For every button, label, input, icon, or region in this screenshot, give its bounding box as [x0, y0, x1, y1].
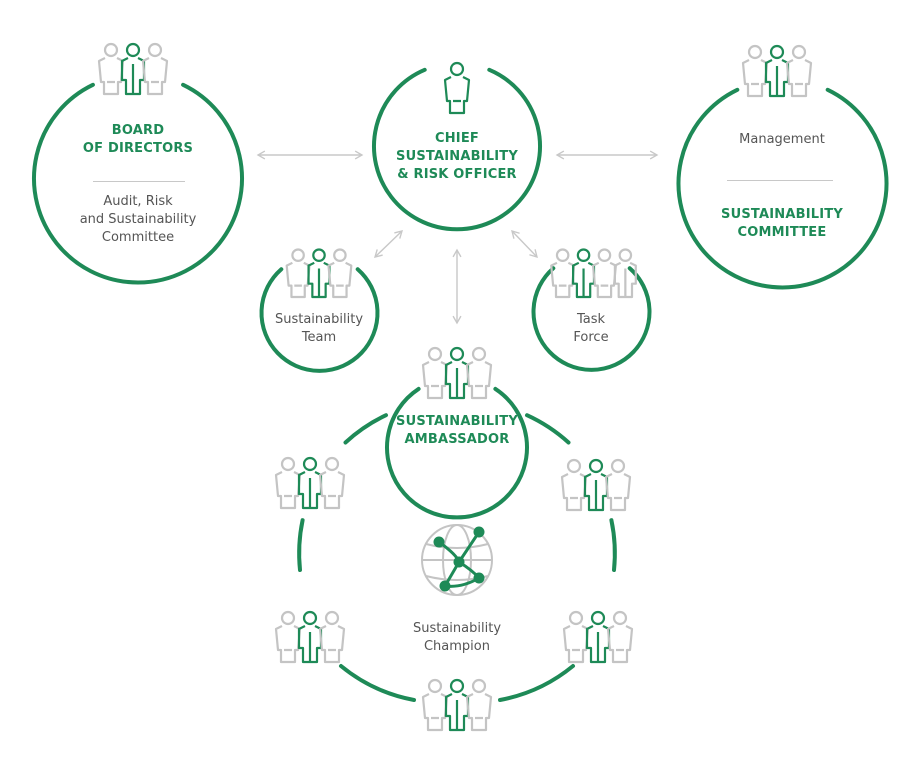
person-icon — [421, 346, 449, 400]
people-group — [741, 44, 813, 98]
people-group — [274, 456, 346, 510]
people-group — [443, 61, 471, 115]
people-group — [421, 346, 493, 400]
team-label: Sustainability Team — [259, 311, 379, 347]
person-icon — [562, 610, 590, 664]
person-icon — [585, 610, 611, 664]
cso-title: CHIEF SUSTAINABILITY & RISK OFFICER — [372, 130, 542, 184]
person-icon — [274, 610, 302, 664]
board-divider — [93, 181, 185, 182]
taskforce-label: Task Force — [531, 311, 651, 347]
person-icon — [764, 44, 790, 98]
champion-circle — [297, 413, 617, 702]
cso-line1: CHIEF — [434, 131, 480, 146]
person-icon — [297, 456, 323, 510]
management-divider — [727, 180, 833, 181]
board-committee: Audit, Risk and Sustainability Committee — [58, 193, 218, 247]
board-title: BOARD OF DIRECTORS — [68, 122, 208, 158]
champion-line2: Champion — [423, 639, 490, 654]
board-sub-line1: Audit, Risk — [103, 194, 173, 209]
ambassador-circle — [385, 386, 529, 520]
person-icon — [444, 678, 470, 732]
board-sub-line2: and Sustainability — [79, 212, 197, 227]
person-icon — [327, 248, 353, 299]
person-icon — [465, 346, 493, 400]
ambassador-title: SUSTAINABILITY AMBASSADOR — [377, 413, 537, 449]
management-label: Management — [739, 132, 825, 147]
person-icon — [444, 346, 470, 400]
arrow-cso-taskforce — [511, 230, 538, 258]
person-icon — [560, 458, 588, 512]
team-line1: Sustainability — [274, 312, 364, 327]
board-title-line2: OF DIRECTORS — [82, 141, 194, 156]
people-group — [97, 42, 169, 96]
cso-line2: SUSTAINABILITY — [396, 149, 518, 164]
people-group — [285, 248, 353, 299]
person-icon — [318, 610, 346, 664]
person-icon — [421, 678, 449, 732]
team-circle — [259, 267, 380, 373]
board-title-line1: BOARD — [111, 123, 165, 138]
management-circle — [676, 87, 889, 290]
person-icon — [443, 61, 471, 115]
person-icon — [297, 610, 323, 664]
committee-line1: SUSTAINABILITY — [721, 207, 843, 222]
person-icon — [604, 458, 632, 512]
people-group — [274, 610, 346, 664]
person-icon — [550, 248, 576, 299]
people-group — [560, 458, 632, 512]
cso-line3: & RISK OFFICER — [397, 167, 517, 182]
person-icon — [606, 610, 634, 664]
board-circle — [32, 82, 244, 285]
people-group — [550, 248, 637, 299]
person-icon — [141, 42, 169, 96]
people-group — [421, 678, 493, 732]
person-icon — [274, 456, 302, 510]
team-line2: Team — [301, 330, 337, 345]
sustainability-committee-title: SUSTAINABILITY COMMITTEE — [697, 206, 867, 242]
person-icon — [741, 44, 769, 98]
person-icon — [571, 248, 596, 299]
person-icon — [785, 44, 813, 98]
person-icon — [613, 248, 637, 299]
arrow-cso-team — [374, 230, 403, 258]
ambassador-line1: SUSTAINABILITY — [396, 414, 518, 429]
ambassador-line2: AMBASSADOR — [404, 432, 510, 447]
network-globe-icon — [421, 524, 493, 596]
cso-circle — [372, 67, 542, 232]
person-icon — [120, 42, 146, 96]
people-icons — [97, 42, 813, 732]
people-group — [562, 610, 634, 664]
champion-label: Sustainability Champion — [392, 620, 522, 656]
person-icon — [318, 456, 346, 510]
person-icon — [465, 678, 493, 732]
person-icon — [591, 248, 617, 299]
person-icon — [583, 458, 609, 512]
person-icon — [307, 248, 331, 299]
committee-line2: COMMITTEE — [737, 225, 827, 240]
taskforce-line2: Force — [573, 330, 609, 345]
taskforce-line1: Task — [576, 312, 606, 327]
board-sub-line3: Committee — [101, 230, 175, 245]
person-icon — [97, 42, 125, 96]
taskforce-circle — [531, 266, 652, 372]
person-icon — [285, 248, 311, 299]
arrows — [256, 150, 659, 325]
champion-line1: Sustainability — [412, 621, 502, 636]
